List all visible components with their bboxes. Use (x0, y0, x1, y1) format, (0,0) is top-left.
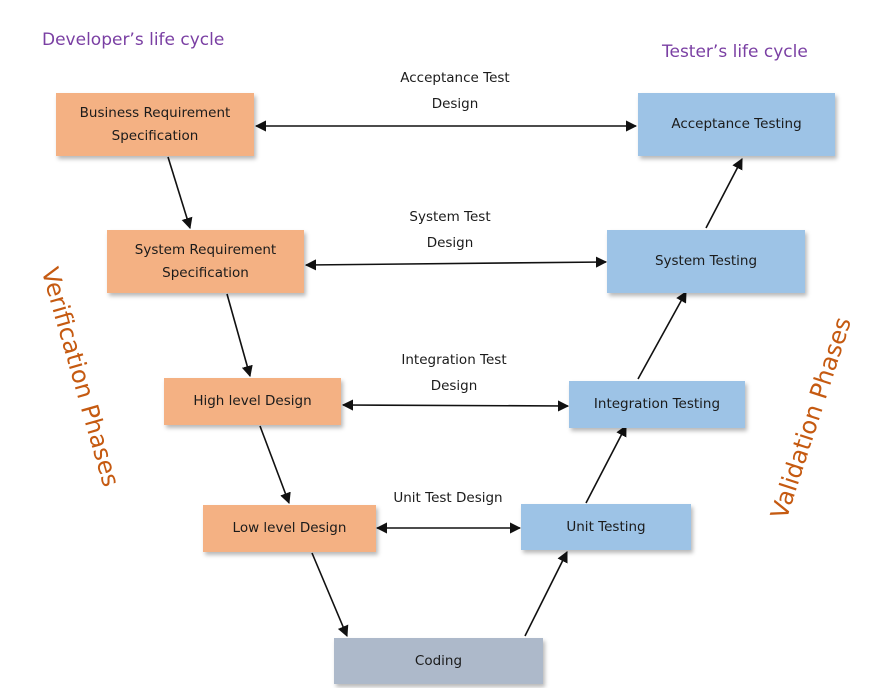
system-requirement-line1: System Requirement (134, 241, 277, 258)
acceptance-test-design-label: Acceptance Test Design (355, 65, 555, 117)
system-requirement-box: System Requirement Specification (107, 230, 304, 293)
srs-to-hld-arrow (226, 293, 253, 378)
acceptance-testing-label: Acceptance Testing (671, 116, 802, 132)
acceptance-test-design-line2: Design (431, 96, 479, 112)
tester-life-cycle-heading: Tester’s life cycle (662, 42, 808, 62)
system-test-design-line2: Design (426, 235, 474, 251)
system-test-design-line1: System Test (409, 209, 491, 225)
integration-testing-box: Integration Testing (569, 381, 745, 428)
hld-to-lld-arrow (259, 425, 291, 505)
integration-test-design-line2: Design (430, 378, 478, 394)
system-to-acceptance-arrow (705, 158, 743, 229)
unit-to-integration-arrow (585, 425, 627, 504)
unit-test-design-label: Unit Test Design (393, 490, 503, 506)
business-requirement-box: Business Requirement Specification (56, 93, 254, 156)
low-level-design-label: Low level Design (232, 520, 347, 536)
business-requirement-line1: Business Requirement (79, 104, 231, 121)
integration-to-system-arrow (637, 291, 687, 380)
high-level-design-box: High level Design (164, 378, 341, 425)
acceptance-testing-box: Acceptance Testing (638, 93, 835, 156)
system-testing-box: System Testing (607, 230, 805, 293)
integration-test-design-line1: Integration Test (401, 352, 507, 368)
integration-testing-label: Integration Testing (593, 396, 721, 412)
integration-connector-arrow (341, 399, 570, 412)
high-level-design-label: High level Design (193, 393, 312, 409)
system-requirement-line2: Specification (162, 264, 249, 281)
acceptance-test-design-line1: Acceptance Test (400, 70, 510, 86)
coding-box: Coding (334, 638, 543, 684)
integration-test-design-label: Integration Test Design (354, 347, 554, 399)
brs-to-srs-arrow (167, 156, 193, 230)
system-connector-arrow (304, 256, 608, 271)
coding-label: Coding (414, 652, 463, 669)
system-testing-label: System Testing (654, 253, 758, 269)
unit-testing-box: Unit Testing (521, 504, 691, 550)
lld-to-coding-arrow (311, 552, 349, 638)
developer-life-cycle-heading: Developer’s life cycle (42, 30, 225, 50)
low-level-design-box: Low level Design (203, 505, 376, 552)
business-requirement-line2: Specification (111, 127, 199, 144)
unit-testing-label: Unit Testing (566, 518, 646, 535)
system-test-design-label: System Test Design (350, 204, 550, 256)
coding-to-unit-arrow (524, 550, 568, 637)
